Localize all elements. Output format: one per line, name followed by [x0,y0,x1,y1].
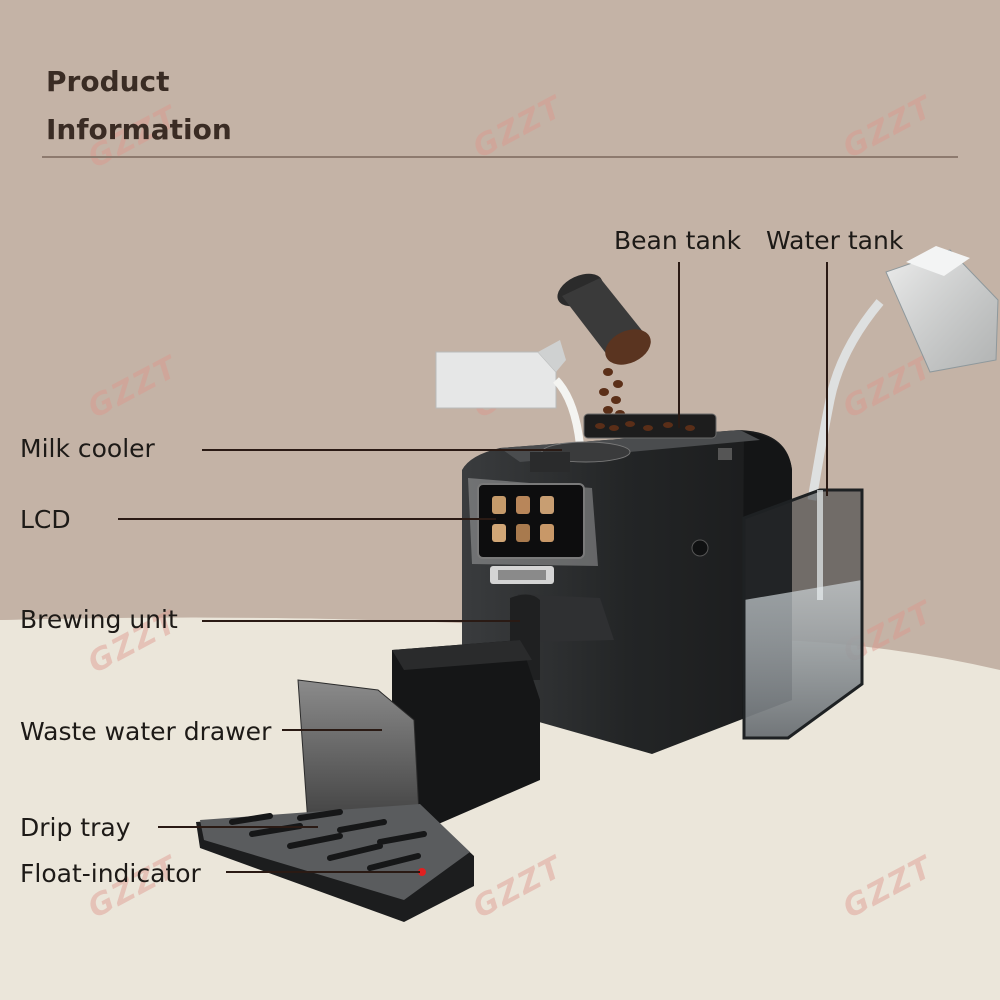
leader-line-lcd [118,518,496,520]
float-indicator-light [418,868,426,876]
page-title: Product Information [46,65,232,146]
drip-tray-assembly [196,640,540,922]
water-jug-icon [807,246,999,501]
label-milk-cooler: Milk cooler [20,434,155,463]
leader-line-water-tank [826,262,828,496]
title-divider [42,156,958,158]
leader-line-bean-tank [678,262,680,428]
label-lcd: LCD [20,505,71,534]
leader-line-milk-cooler [202,449,562,451]
label-waste-water-drawer: Waste water drawer [20,717,272,746]
lcd-drink-icons [492,496,554,542]
label-bean-tank: Bean tank [614,226,742,255]
milk-carton-icon [435,340,584,446]
leader-line-waste-water-drawer [282,729,382,731]
label-water-tank: Water tank [766,226,904,255]
coffee-bean-cup-icon [557,273,651,418]
leader-line-brewing-unit [202,620,520,622]
label-float-indicator: Float-indicator [20,859,201,888]
leader-line-drip-tray [158,826,318,828]
label-brewing-unit: Brewing unit [20,605,178,634]
label-drip-tray: Drip tray [20,813,131,842]
leader-line-float-indicator [226,871,420,873]
water-tank [742,488,864,740]
